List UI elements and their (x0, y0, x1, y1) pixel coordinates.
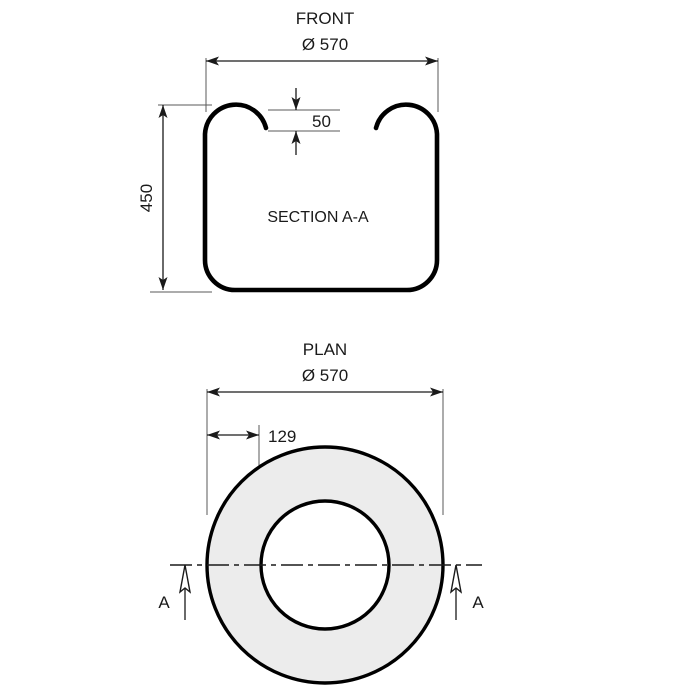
wall-arrow-right (246, 430, 259, 440)
rim-arrow-bottom (291, 131, 301, 144)
dim-arrow-right (425, 56, 438, 66)
section-marker-left: A (158, 564, 192, 620)
height-dimension: 450 (137, 105, 212, 293)
section-marker-left-label: A (158, 593, 170, 612)
section-marker-right-label: A (472, 593, 484, 612)
plan-diameter-label: Ø 570 (302, 366, 348, 385)
plan-dim-arrow-right (430, 387, 443, 397)
plan-view-group: PLAN Ø 570 129 (158, 340, 484, 685)
front-view-group: FRONT Ø 570 (137, 9, 440, 293)
rim-depth-label: 50 (312, 112, 331, 131)
front-diameter-label: Ø 570 (302, 35, 348, 54)
height-arrow-bottom (158, 277, 168, 290)
section-aa-label: SECTION A-A (267, 209, 369, 226)
height-arrow-top (158, 105, 168, 118)
height-label: 450 (137, 184, 156, 212)
section-arrow-right (449, 564, 463, 594)
section-arrow-left (178, 564, 192, 594)
wall-arrow-left (207, 430, 220, 440)
front-view-title: FRONT (296, 9, 355, 28)
dim-arrow-left (206, 56, 219, 66)
rim-depth-dimension: 50 (268, 88, 340, 155)
wall-thickness-label: 129 (268, 427, 296, 446)
section-profile (202, 102, 440, 293)
front-diameter-dimension (205, 56, 439, 112)
section-marker-right: A (449, 564, 484, 620)
plan-view-title: PLAN (303, 340, 347, 359)
plan-diameter-dimension (206, 387, 444, 515)
rim-arrow-top (291, 97, 301, 110)
plan-dim-arrow-left (207, 387, 220, 397)
